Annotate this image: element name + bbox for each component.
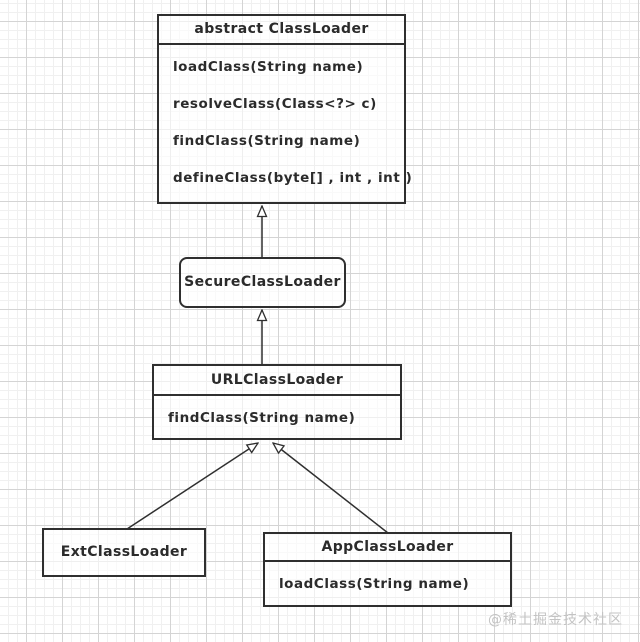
class-title: abstract ClassLoader (159, 16, 404, 45)
method-findclass: findClass(String name) (168, 410, 356, 426)
class-title: SecureClassLoader (184, 274, 341, 290)
method-list: loadClass(String name) resolveClass(Clas… (159, 45, 413, 197)
class-node-abstract-classloader: abstract ClassLoader loadClass(String na… (157, 14, 413, 204)
class-node-ext-classloader: ExtClassLoader (42, 528, 206, 577)
class-title: ExtClassLoader (60, 544, 188, 560)
method-loadclass: loadClass(String name) (173, 59, 364, 75)
class-node-app-classloader: AppClassLoader loadClass(String name) (263, 532, 512, 607)
watermark-text: @稀土掘金技术社区 (488, 612, 623, 628)
class-node-secure-classloader: SecureClassLoader (179, 257, 346, 308)
class-node-url-classloader: URLClassLoader findClass(String name) (152, 364, 402, 440)
method-defineclass: defineClass(byte[] , int , int ) (173, 170, 413, 186)
method-findclass: findClass(String name) (173, 133, 361, 149)
class-title: AppClassLoader (265, 534, 510, 562)
class-title: URLClassLoader (154, 366, 400, 396)
method-loadclass: loadClass(String name) (279, 576, 470, 592)
inheritance-arrow-ext-to-url (126, 443, 258, 530)
inheritance-arrow-app-to-url (273, 443, 389, 534)
method-resolveclass: resolveClass(Class<?> c) (173, 96, 377, 112)
